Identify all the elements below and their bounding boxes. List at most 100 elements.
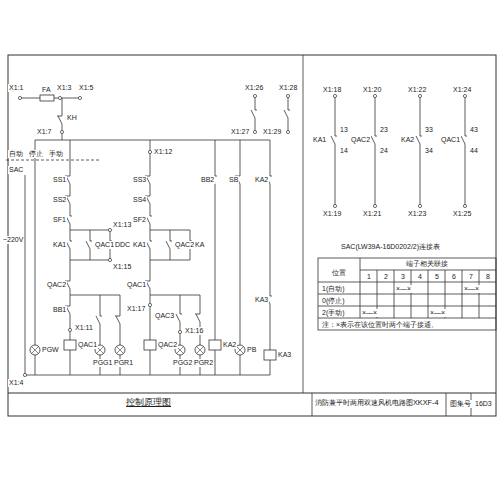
pin-number: 4 bbox=[417, 273, 423, 281]
contact-blade bbox=[461, 136, 465, 144]
device-label: KA bbox=[194, 241, 205, 249]
wire bbox=[35, 140, 36, 345]
device-label: KA2 bbox=[400, 136, 415, 144]
device-label: 0(停止) bbox=[321, 297, 346, 305]
no-contact-stub bbox=[255, 110, 257, 111]
pin-number: 34 bbox=[424, 147, 434, 155]
device-label: KA2 bbox=[222, 341, 237, 349]
no-contact-stub bbox=[375, 136, 377, 137]
wire bbox=[479, 270, 480, 318]
lamp-symbol bbox=[30, 345, 40, 355]
contact-gap bbox=[198, 314, 202, 322]
device-label: DDC bbox=[114, 241, 131, 249]
pin-number: 24 bbox=[379, 147, 389, 155]
wire bbox=[270, 140, 271, 350]
caption: 控制原理图 bbox=[125, 398, 172, 408]
wire bbox=[465, 96, 466, 206]
table-frame bbox=[318, 258, 496, 330]
nc-contact-bar bbox=[57, 116, 62, 117]
lamp-cross bbox=[197, 347, 204, 354]
device-label: SAC bbox=[8, 166, 24, 174]
coil-symbol bbox=[144, 340, 156, 350]
device-label: KA1 bbox=[312, 136, 327, 144]
device-label: 注：×表示在该位置时两个端子接通。 bbox=[321, 321, 439, 329]
device-label: QAC1 bbox=[440, 136, 461, 144]
device-label: QAC3 bbox=[154, 312, 175, 320]
wire bbox=[394, 270, 395, 318]
contact-blade bbox=[96, 316, 100, 324]
terminal-label: X1:7 bbox=[36, 128, 52, 136]
contact-gap bbox=[88, 241, 92, 249]
terminal-label: X1:11 bbox=[74, 324, 94, 332]
contact-blade bbox=[86, 241, 90, 249]
terminal bbox=[18, 96, 21, 99]
pin-number: 13 bbox=[339, 126, 349, 134]
contact-blade bbox=[176, 314, 180, 322]
lamp-cross bbox=[32, 347, 39, 354]
coil-symbol bbox=[64, 340, 76, 350]
terminal-label: X1:13 bbox=[112, 221, 132, 229]
device-label: BB2 bbox=[200, 176, 215, 184]
wire bbox=[462, 270, 463, 318]
device-label: KA1 bbox=[52, 241, 67, 249]
coil-symbol bbox=[209, 340, 221, 350]
terminal bbox=[373, 94, 376, 97]
wire bbox=[318, 306, 496, 307]
no-contact-stub bbox=[270, 176, 272, 177]
contact-gap bbox=[286, 110, 290, 118]
wire bbox=[25, 375, 270, 376]
wire bbox=[35, 355, 36, 375]
device-label: QAC1 bbox=[126, 281, 147, 289]
wire bbox=[150, 350, 151, 375]
title: 消防兼平时两用双速风机电路图XKXF-4 bbox=[314, 399, 440, 407]
wire bbox=[240, 355, 241, 375]
contact-blade bbox=[251, 110, 255, 118]
device-label: QAC2 bbox=[350, 136, 371, 144]
device-label: 2(手动) bbox=[321, 309, 346, 317]
pin-number: 14 bbox=[339, 147, 349, 155]
wire bbox=[420, 96, 421, 206]
terminal-label: X1:18 bbox=[322, 86, 342, 94]
contact-gap bbox=[98, 316, 102, 324]
terminal bbox=[286, 130, 289, 133]
terminal bbox=[178, 330, 181, 333]
device-label: SS3 bbox=[132, 176, 147, 184]
terminal-label: X1:16 bbox=[184, 327, 204, 335]
terminal-label: X1:3 bbox=[56, 84, 72, 92]
lamp-cross bbox=[237, 347, 244, 354]
pin-number: 5 bbox=[434, 273, 440, 281]
terminal-label: X1:22 bbox=[407, 86, 427, 94]
terminal bbox=[68, 328, 71, 331]
wire bbox=[446, 393, 447, 416]
contact-gap bbox=[373, 136, 377, 144]
no-contact-stub bbox=[150, 241, 152, 242]
device-label: QAC2 bbox=[157, 341, 178, 349]
terminal bbox=[418, 94, 421, 97]
terminal-label: X1:21 bbox=[362, 210, 382, 218]
wire bbox=[8, 393, 496, 394]
terminal bbox=[463, 94, 466, 97]
contact-gap bbox=[68, 241, 72, 249]
wire bbox=[150, 295, 200, 296]
no-contact-stub bbox=[170, 241, 172, 242]
contact-gap bbox=[68, 306, 72, 314]
contact-gap bbox=[333, 136, 337, 144]
terminal-label: X1:27 bbox=[230, 128, 250, 136]
pin-number: 23 bbox=[379, 126, 389, 134]
device-label: KA1 bbox=[132, 241, 147, 249]
wire bbox=[54, 98, 80, 99]
wire bbox=[215, 140, 216, 340]
contact-gap bbox=[68, 196, 72, 204]
terminal bbox=[78, 96, 81, 99]
device-label: FA bbox=[41, 86, 52, 94]
fuse-symbol bbox=[40, 95, 54, 101]
device-label: SF1 bbox=[52, 216, 67, 224]
contact-gap bbox=[118, 316, 122, 324]
device-label: ~220V bbox=[2, 236, 24, 244]
device-label: 位置 bbox=[331, 269, 347, 277]
contact-blade bbox=[196, 314, 200, 322]
contact-gap bbox=[148, 216, 152, 224]
pin-number: 2 bbox=[383, 273, 389, 281]
wire bbox=[375, 96, 376, 206]
wire bbox=[318, 318, 496, 319]
